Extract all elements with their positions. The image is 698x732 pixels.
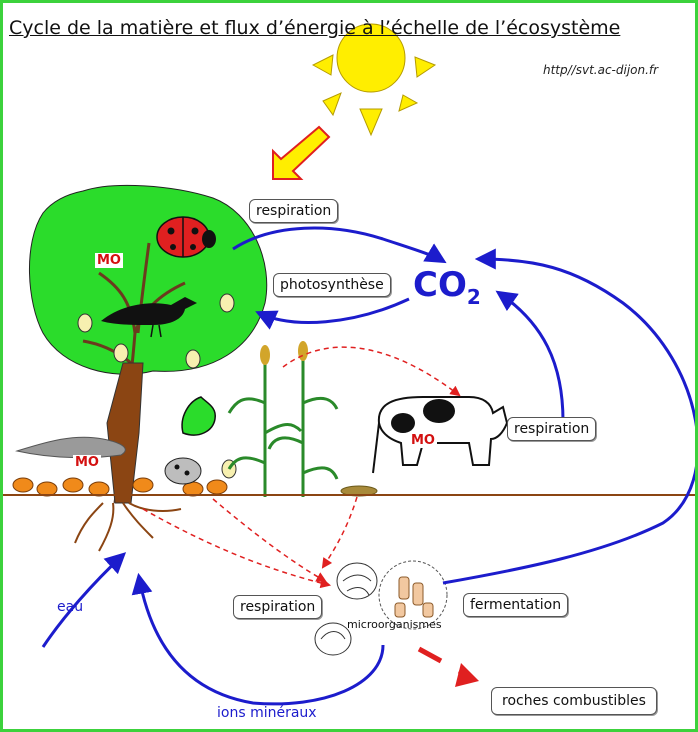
mo-label-cow: MO xyxy=(409,433,437,448)
sun-icon xyxy=(311,23,437,137)
mo-label-tree: MO xyxy=(95,253,123,268)
microorganism-icon xyxy=(314,560,448,656)
co2-subscript: 2 xyxy=(466,284,481,309)
label-eau: eau xyxy=(57,599,84,615)
co2-main: CO xyxy=(413,265,467,305)
label-respiration-soil: respiration xyxy=(233,595,323,619)
litter-icon xyxy=(12,436,228,497)
red-dashed-arrows xyxy=(142,346,461,589)
oak-leaf-icon xyxy=(181,396,216,436)
ecosystem-scene xyxy=(3,23,695,706)
sun-energy-arrow xyxy=(272,125,331,180)
source-url: http//svt.ac-dijon.fr xyxy=(543,63,659,77)
fossilization-arrow xyxy=(417,646,479,687)
cow-icon xyxy=(372,396,509,474)
label-respiration-top: respiration xyxy=(249,199,339,223)
ladybug-icon xyxy=(156,216,216,258)
label-ions-mineraux: ions minéraux xyxy=(217,705,317,721)
label-respiration-cow: respiration xyxy=(507,417,597,441)
bird-icon xyxy=(101,297,197,338)
insect-icon xyxy=(164,457,202,485)
mo-label-litter: MO xyxy=(73,455,101,470)
label-microorganismes: microorganismes xyxy=(347,618,442,631)
blue-arrows xyxy=(41,226,695,706)
label-fermentation: fermentation xyxy=(463,593,569,617)
label-roches-combustibles: roches combustibles xyxy=(491,687,657,715)
label-photosynthese: photosynthèse xyxy=(273,273,391,297)
co2-label: CO2 xyxy=(413,265,481,309)
corn-plant-icon xyxy=(227,341,339,497)
tree-icon xyxy=(29,184,268,552)
page-title: Cycle de la matière et flux d’énergie à … xyxy=(9,17,621,39)
